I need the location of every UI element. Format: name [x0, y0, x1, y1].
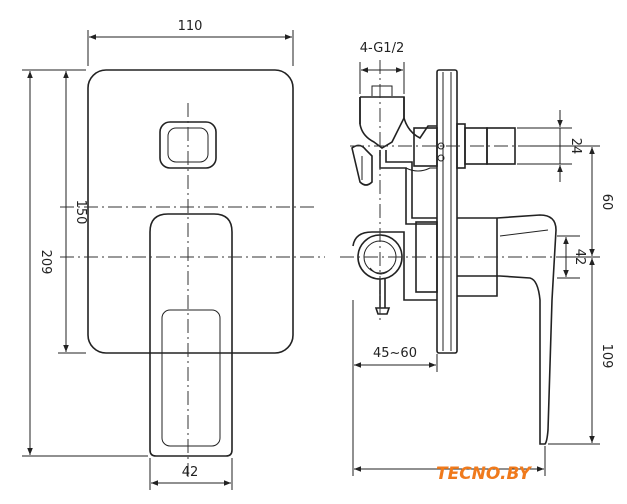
wall-plate [436, 69, 458, 354]
dim-label-42-lever: 42 [182, 465, 199, 480]
dim-label-thread: 4-G1/2 [360, 41, 404, 56]
inlet-top [360, 96, 437, 140]
dim-install-depth: 45~60 [352, 300, 438, 372]
dim-axis-spacing: 60 [530, 145, 614, 258]
mid-pipe [379, 150, 437, 225]
dim-label-42-body: 42 [572, 249, 587, 266]
dim-lever-projection: 109 [548, 258, 614, 445]
dim-front-plate-height: 150 [58, 71, 88, 354]
dim-body-diameter: 42 [557, 235, 587, 279]
dim-label-109: 109 [599, 344, 614, 369]
brand-logo: TECNO.BY [436, 464, 532, 484]
dim-label-60: 60 [599, 194, 614, 211]
front-view [60, 69, 325, 478]
dim-label-150: 150 [73, 200, 88, 225]
dim-label-209: 209 [38, 250, 53, 275]
dim-label-110: 110 [178, 19, 203, 34]
lever-handle [149, 213, 233, 457]
cartridge-body [352, 231, 437, 301]
dim-side-bottom [352, 372, 546, 476]
lever-face [161, 309, 221, 447]
side-view [340, 60, 560, 445]
diverter-housing [413, 127, 438, 167]
dim-label-45-60: 45~60 [373, 346, 417, 361]
lever-side-profile [457, 214, 557, 445]
dim-thread: 4-G1/2 [359, 41, 405, 94]
dim-lever-width: 42 [149, 458, 233, 490]
dim-front-total-height: 209 [22, 69, 148, 457]
cover-plate [87, 69, 294, 354]
dim-front-width: 110 [87, 19, 294, 66]
